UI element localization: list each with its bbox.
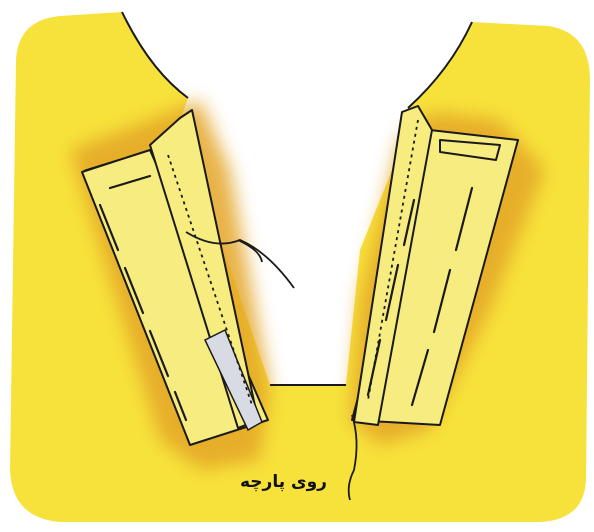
fabric-right-side-label: روی پارچه	[240, 472, 327, 492]
